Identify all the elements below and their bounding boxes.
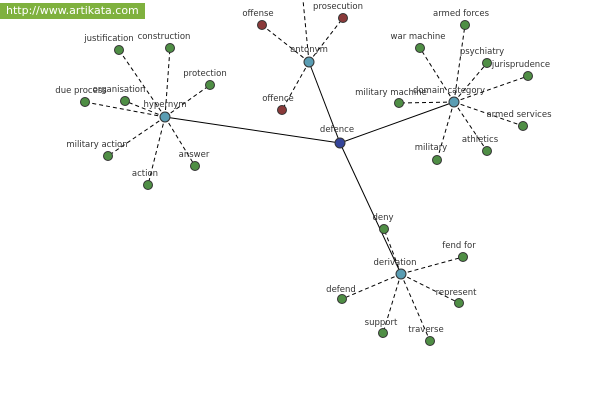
term-node[interactable] xyxy=(257,20,267,30)
term-node-label[interactable]: support xyxy=(365,318,398,328)
edge-hypernym-term xyxy=(164,116,196,167)
edge-domain-category-term xyxy=(436,101,455,161)
category-node-label[interactable]: antonym xyxy=(290,45,328,55)
term-node[interactable] xyxy=(425,336,435,346)
edge-antonym-offscreen xyxy=(302,0,310,63)
category-node-antonym[interactable] xyxy=(303,56,315,68)
term-node[interactable] xyxy=(337,294,347,304)
edge-derivation-term xyxy=(400,273,460,304)
term-node[interactable] xyxy=(165,43,175,53)
term-node[interactable] xyxy=(454,298,464,308)
category-node-label[interactable]: domain category xyxy=(413,86,485,96)
edge-antonym-term xyxy=(261,24,310,63)
edge-domain-category-term xyxy=(398,101,455,104)
term-node[interactable] xyxy=(120,96,130,106)
term-node-label[interactable]: psychiatry xyxy=(460,47,504,57)
edge-root-antonym xyxy=(308,61,341,144)
term-node[interactable] xyxy=(190,161,200,171)
edge-hypernym-term xyxy=(164,84,211,118)
category-node-hypernym[interactable] xyxy=(159,111,171,123)
edge-hypernym-term xyxy=(124,100,166,118)
term-node-label[interactable]: athletics xyxy=(462,135,499,145)
term-node-label[interactable]: construction xyxy=(138,32,191,42)
edge-derivation-term xyxy=(382,273,402,334)
term-node[interactable] xyxy=(460,20,470,30)
term-node[interactable] xyxy=(482,58,492,68)
node-layer: defence hypernym justification construction… xyxy=(55,2,552,346)
term-node[interactable] xyxy=(114,45,124,55)
edge-root-hypernym xyxy=(164,116,341,144)
term-node-label[interactable]: jurisprudence xyxy=(491,60,550,70)
term-node-label[interactable]: offence xyxy=(262,94,294,104)
edge-domain-category-term xyxy=(453,101,488,152)
term-node[interactable] xyxy=(143,180,153,190)
root-node-defence[interactable] xyxy=(334,137,346,149)
term-node[interactable] xyxy=(103,151,113,161)
term-node[interactable] xyxy=(415,43,425,53)
term-node[interactable] xyxy=(523,71,533,81)
edge-derivation-term xyxy=(383,228,402,275)
edge-domain-category-term xyxy=(453,62,488,103)
term-node[interactable] xyxy=(518,121,528,131)
term-node[interactable] xyxy=(482,146,492,156)
term-node-label[interactable]: offense xyxy=(242,9,273,19)
term-node-label[interactable]: protection xyxy=(183,69,226,79)
edge-root-derivation xyxy=(339,142,402,275)
edge-antonym-term xyxy=(308,17,344,63)
term-node[interactable] xyxy=(205,80,215,90)
edge-derivation-term xyxy=(341,273,402,300)
edge-domain-category-term xyxy=(419,47,455,103)
term-node-label[interactable]: military machine xyxy=(355,88,427,98)
edge-derivation-term xyxy=(400,256,464,275)
category-node-derivation[interactable] xyxy=(395,268,407,280)
category-node-label[interactable]: derivation xyxy=(373,258,416,268)
category-node-label[interactable]: hypernym xyxy=(143,100,186,110)
term-node-label[interactable]: deny xyxy=(372,213,393,223)
term-node-label[interactable]: military xyxy=(415,143,447,153)
edge-root-domain-category xyxy=(339,101,455,144)
term-node-label[interactable]: fend for xyxy=(442,241,476,251)
edge-hypernym-term xyxy=(164,47,171,118)
term-node-label[interactable]: justification xyxy=(83,34,133,44)
term-node[interactable] xyxy=(379,224,389,234)
term-node[interactable] xyxy=(432,155,442,165)
term-node-label[interactable]: armed services xyxy=(486,110,552,120)
term-node-label[interactable]: answer xyxy=(179,150,210,160)
edge-domain-category-term xyxy=(453,75,529,103)
term-node-label[interactable]: organisation xyxy=(93,85,146,95)
edge-domain-category-term xyxy=(453,101,524,127)
term-node-label[interactable]: military action xyxy=(66,140,127,150)
term-node-label[interactable]: armed forces xyxy=(433,9,490,19)
edge-hypernym-term xyxy=(147,116,166,186)
term-node[interactable] xyxy=(458,252,468,262)
edge-antonym-term xyxy=(281,61,310,111)
term-node-label[interactable]: traverse xyxy=(408,325,443,335)
term-node-label[interactable]: due process xyxy=(55,86,107,96)
term-node-label[interactable]: action xyxy=(132,169,158,179)
term-node[interactable] xyxy=(80,97,90,107)
term-node-label[interactable]: war machine xyxy=(391,32,446,42)
term-node-label[interactable]: defend xyxy=(326,285,356,295)
edge-derivation-term xyxy=(400,273,431,342)
site-watermark[interactable]: http://www.artikata.com xyxy=(0,3,145,19)
edge-domain-category-term xyxy=(453,24,466,103)
term-node[interactable] xyxy=(394,98,404,108)
term-node[interactable] xyxy=(378,328,388,338)
term-node-label[interactable]: represent xyxy=(436,288,478,298)
category-node-domain-category[interactable] xyxy=(448,96,460,108)
term-node-label[interactable]: prosecution xyxy=(313,2,363,12)
term-node[interactable] xyxy=(277,105,287,115)
edge-layer xyxy=(84,0,529,342)
term-node[interactable] xyxy=(338,13,348,23)
edge-hypernym-term xyxy=(107,116,166,157)
root-node-label[interactable]: defence xyxy=(320,125,354,135)
